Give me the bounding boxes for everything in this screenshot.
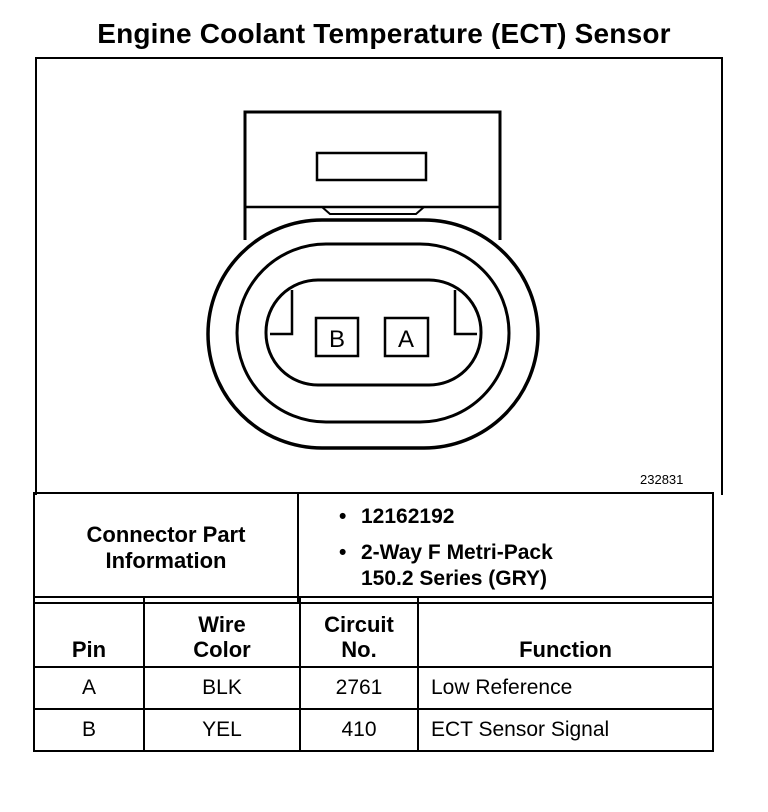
connector-diagram-frame <box>35 57 723 495</box>
connector-housing <box>243 110 502 240</box>
figure-id: 232831 <box>640 472 684 487</box>
pin-a-box: A <box>383 316 430 358</box>
header-circuit-line2: No. <box>341 637 377 662</box>
description-line2: 150.2 Series (GRY) <box>361 567 547 590</box>
header-function: Function <box>417 596 714 668</box>
cell-wire-color: BLK <box>143 666 301 710</box>
cell-pin: A <box>33 666 145 710</box>
cavity-key-left <box>270 290 294 336</box>
description-line1: 2-Way F Metri-Pack <box>361 541 553 564</box>
cavity-key-right <box>453 290 477 336</box>
cell-function: ECT Sensor Signal <box>417 708 714 752</box>
cpi-label-line2: Information <box>105 548 227 573</box>
header-wire-line1: Wire <box>198 612 246 637</box>
cpi-item-description: • 2-Way F Metri-Pack 150.2 Series (GRY) <box>339 540 712 592</box>
latch-ramp <box>321 206 425 215</box>
connector-outer-oval <box>206 218 540 450</box>
cell-circuit-no: 2761 <box>299 666 419 710</box>
pin-function-table: Pin Wire Color Circuit No. Function A BL… <box>33 596 714 752</box>
cell-wire-color: YEL <box>143 708 301 752</box>
pin-a-label: A <box>398 326 414 353</box>
table-row: B YEL 410 ECT Sensor Signal <box>33 708 714 752</box>
cell-pin: B <box>33 708 145 752</box>
connector-illustration: B A <box>206 110 540 450</box>
bullet-glyph: • <box>339 541 347 564</box>
cell-circuit-no: 410 <box>299 708 419 752</box>
diagram-title: Engine Coolant Temperature (ECT) Sensor <box>97 18 671 49</box>
table-row: A BLK 2761 Low Reference <box>33 666 714 710</box>
cpi-label-line1: Connector Part <box>86 522 246 547</box>
cpi-item-part-number: • 12162192 <box>339 504 712 530</box>
header-pin: Pin <box>33 596 145 668</box>
header-wire-color: Wire Color <box>143 596 301 668</box>
pin-b-box: B <box>314 316 360 358</box>
cell-function: Low Reference <box>417 666 714 710</box>
pin-b-label: B <box>329 326 345 353</box>
connector-seal-oval <box>235 242 511 424</box>
pin-cavity <box>264 278 483 387</box>
pin-table-header-row: Pin Wire Color Circuit No. Function <box>33 596 714 668</box>
header-circuit-line1: Circuit <box>324 612 394 637</box>
header-circuit-no: Circuit No. <box>299 596 419 668</box>
header-wire-line2: Color <box>193 637 251 662</box>
connector-part-info-values: • 12162192 • 2-Way F Metri-Pack 150.2 Se… <box>297 492 714 604</box>
locking-tab <box>315 151 428 182</box>
connector-part-info-table: Connector Part Information • 12162192 • … <box>33 492 714 604</box>
part-number: 12162192 <box>361 505 455 528</box>
bullet-glyph: • <box>339 505 347 528</box>
connector-part-info-label: Connector Part Information <box>33 492 299 604</box>
